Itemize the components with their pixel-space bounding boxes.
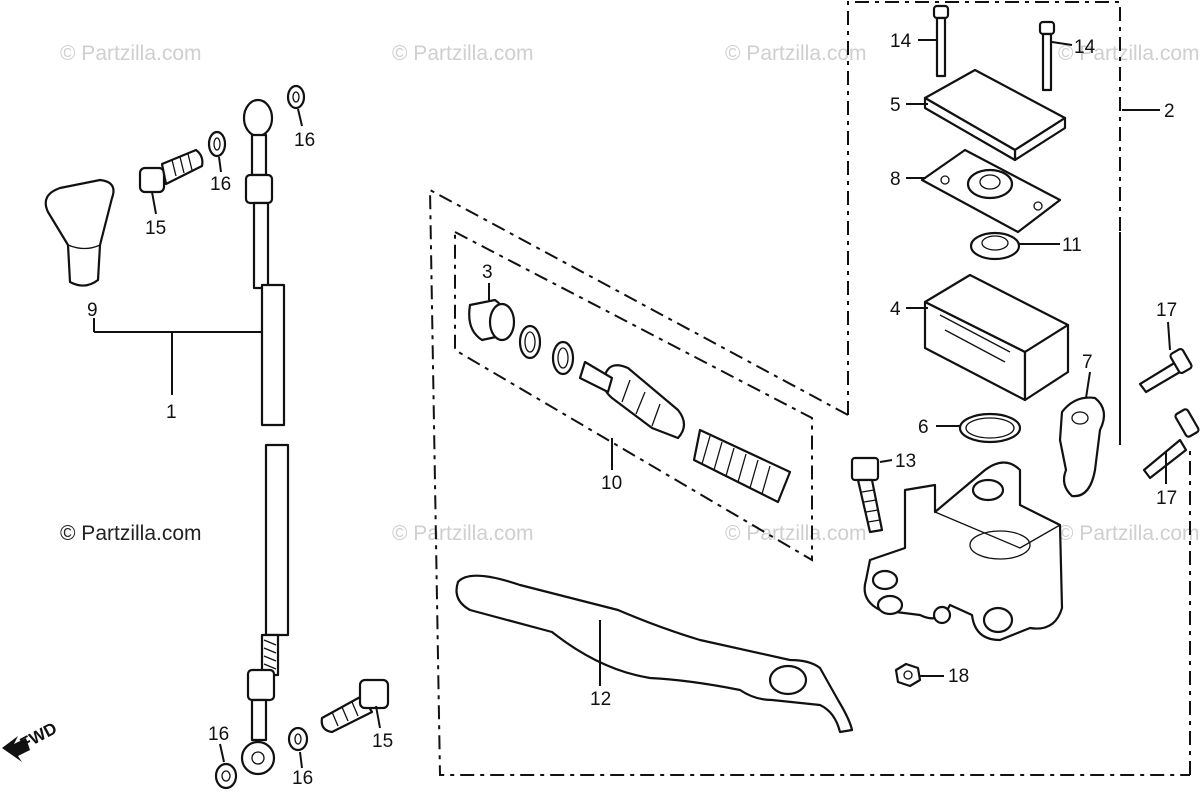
lever-holder xyxy=(1058,396,1106,498)
washer-16-d xyxy=(214,762,238,790)
fwd-label: FWD xyxy=(17,719,60,754)
piston-kit-frame xyxy=(454,230,813,562)
callout-1: 1 xyxy=(166,402,177,423)
callout-10: 10 xyxy=(601,473,622,494)
callout-15-upper: 15 xyxy=(145,218,166,239)
watermark: © Partzilla.com xyxy=(60,42,202,65)
piston-kit-parts xyxy=(468,298,792,504)
callout-3: 3 xyxy=(482,262,493,283)
watermark-dark: © Partzilla.com xyxy=(60,522,202,545)
callout-16-d: 16 xyxy=(292,768,313,789)
assembly-frame-dashed xyxy=(847,1,1121,415)
diaphragm xyxy=(920,148,1062,234)
reservoir-cover xyxy=(923,68,1067,162)
callout-6: 6 xyxy=(918,417,929,438)
boot-part xyxy=(44,178,115,287)
callout-16-b: 16 xyxy=(294,130,315,151)
callout-17-lower: 17 xyxy=(1156,488,1177,509)
banjo-bolt-lower xyxy=(320,678,390,734)
assembly-frames xyxy=(428,1,1191,776)
watermark: © Partzilla.com xyxy=(392,42,534,65)
callout-17-upper: 17 xyxy=(1156,300,1177,321)
leader-lines xyxy=(93,39,1171,769)
callout-8: 8 xyxy=(890,169,901,190)
callout-9: 9 xyxy=(87,300,98,321)
reservoir-body xyxy=(923,273,1070,402)
watermark: © Partzilla.com xyxy=(725,42,867,65)
brake-lever xyxy=(455,574,854,734)
watermark: © Partzilla.com xyxy=(1058,522,1200,545)
callout-5: 5 xyxy=(890,95,901,116)
bolt-17-upper xyxy=(1138,347,1193,394)
fwd-arrow-icon: FWD xyxy=(2,719,60,762)
bolt-13 xyxy=(850,456,884,534)
washer-16-c xyxy=(287,726,309,752)
o-ring xyxy=(958,412,1022,444)
seal-ring xyxy=(969,231,1021,261)
washer-16-b xyxy=(286,84,306,110)
callout-12: 12 xyxy=(590,689,611,710)
callout-16-c: 16 xyxy=(208,724,229,745)
nut-18 xyxy=(894,662,922,688)
banjo-bolt-upper xyxy=(138,148,204,194)
callout-13: 13 xyxy=(895,451,916,472)
callout-16-a: 16 xyxy=(210,174,231,195)
screw-14-left xyxy=(932,4,950,78)
watermark: © Partzilla.com xyxy=(1058,42,1200,65)
callout-15-lower: 15 xyxy=(372,731,393,752)
watermark-group: © Partzilla.com © Partzilla.com © Partzi… xyxy=(60,42,1200,545)
callout-2: 2 xyxy=(1164,101,1175,122)
master-cylinder-body xyxy=(863,461,1064,642)
callout-11: 11 xyxy=(1062,235,1082,256)
screw-14-right xyxy=(1038,20,1056,92)
callout-7: 7 xyxy=(1082,352,1093,373)
watermark: © Partzilla.com xyxy=(725,522,867,545)
callout-14-left: 14 xyxy=(890,31,912,52)
brake-hose xyxy=(240,98,290,776)
watermark: © Partzilla.com xyxy=(392,522,534,545)
callout-labels: 1 2 3 4 5 6 7 8 9 10 11 12 13 14 14 15 1… xyxy=(87,31,1177,789)
washer-16-a xyxy=(207,130,227,158)
callout-4: 4 xyxy=(890,299,901,320)
bolt-17-lower xyxy=(1142,408,1200,480)
callout-14-right: 14 xyxy=(1074,37,1096,58)
callout-18: 18 xyxy=(948,666,969,687)
